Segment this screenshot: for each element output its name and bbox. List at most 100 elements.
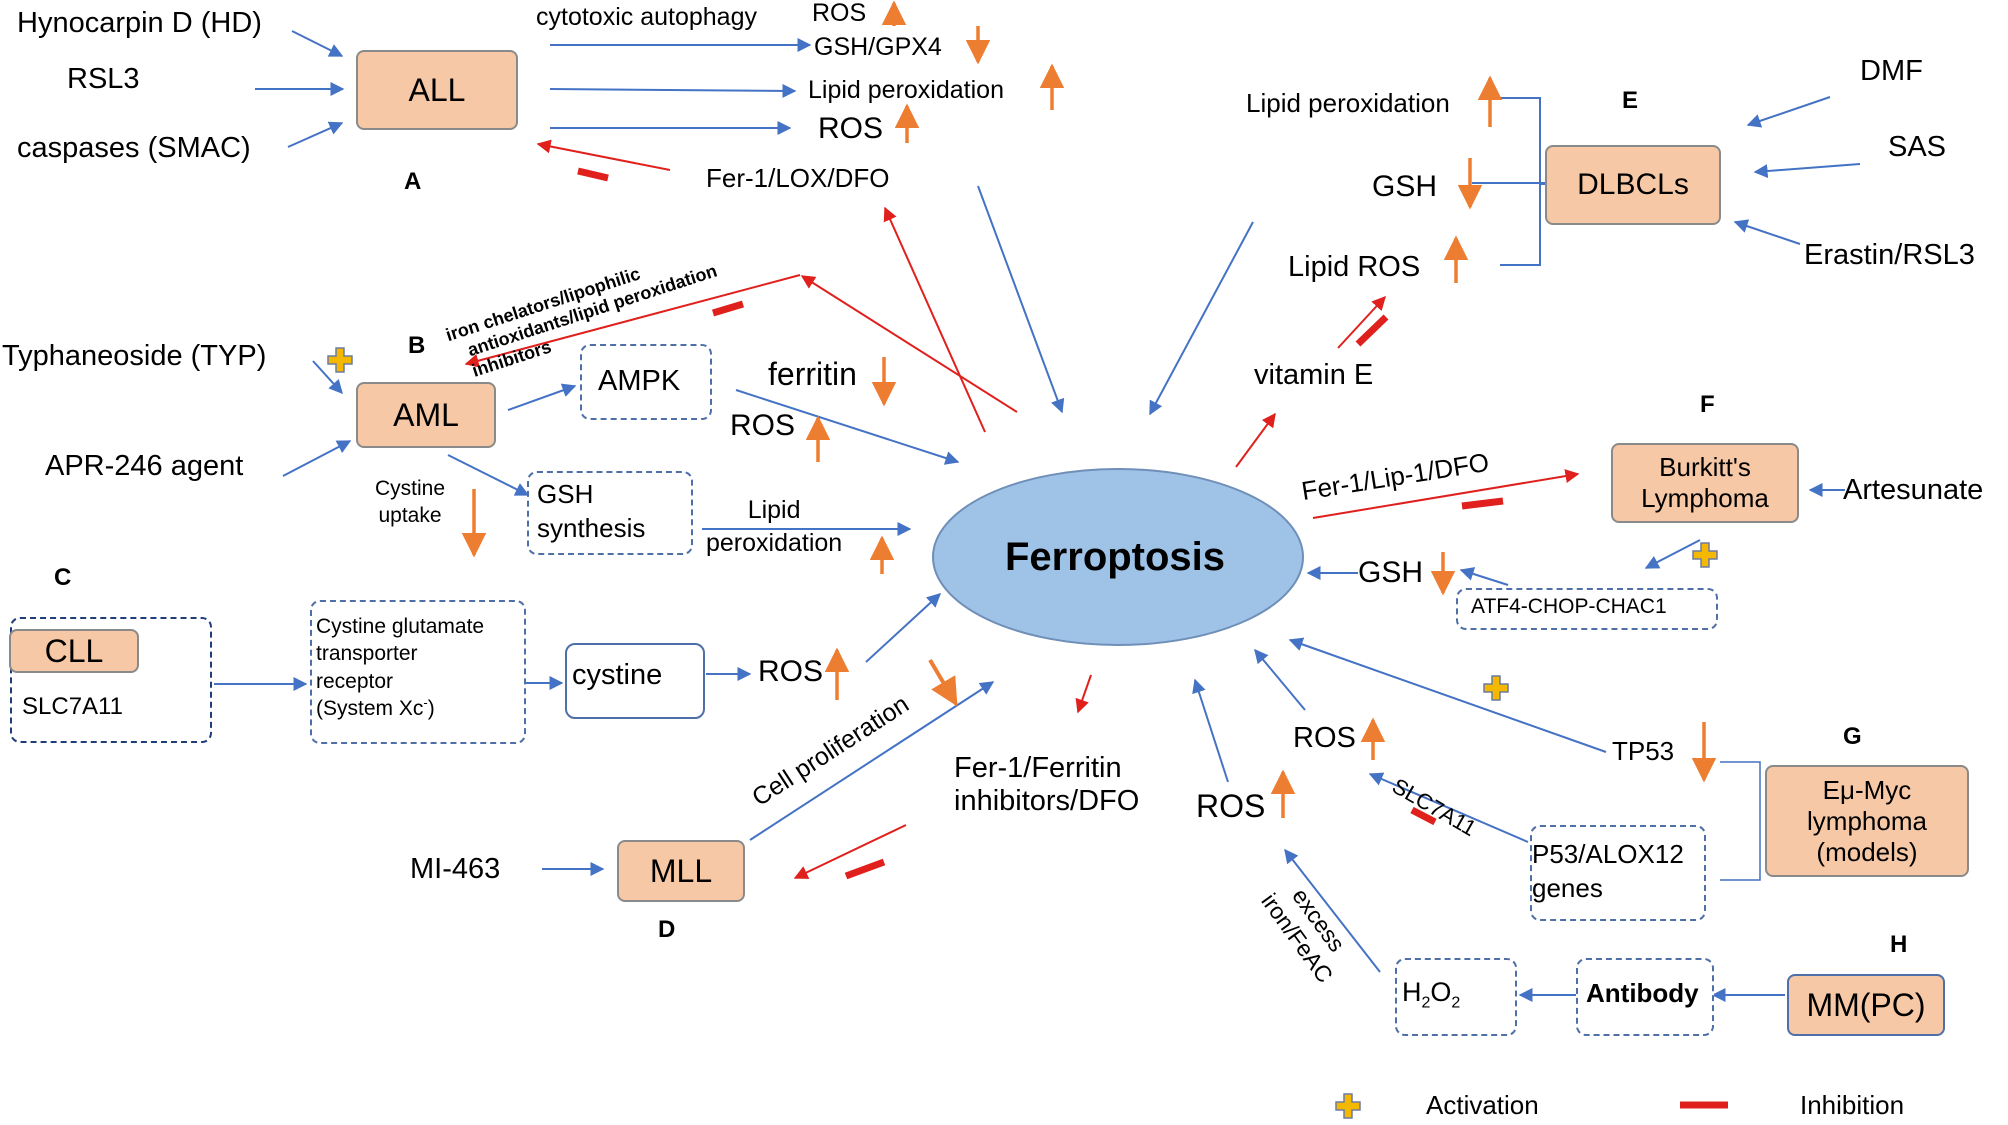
erastin-rsl3-label: Erastin/RSL3 [1804,239,1975,271]
fer1-lox-dfo-label: Fer-1/LOX/DFO [706,163,890,193]
dlbcl-node: DLBCLs [1545,145,1721,225]
vitamin-inhibition-mark [1355,314,1389,347]
h2o2-label: H2O2 [1402,978,1460,1012]
rsl3-label: RSL3 [67,63,140,95]
plus-icon-burkitt [1692,542,1718,568]
tag-e: E [1622,87,1639,114]
d-inhibitors-label: Fer-1/Ferritin inhibitors/DFO [954,752,1139,819]
p53-alox12-box [1530,825,1706,921]
a-ros-top-label: ROS [812,0,867,27]
system-xc-sup: - [423,694,428,710]
system-xc-box [310,600,526,744]
ferroptosis-to-b-inhibitors-arrow [800,275,1018,413]
d-inhibitors-to-mll-arrow [793,824,907,879]
cystine-label: cystine [572,659,663,691]
ferroptosis-to-d-inhibitors-arrow [1075,674,1092,714]
gsh-gpx4-label: GSH/GPX4 [814,33,942,61]
system-xc-label: Cystine glutamate transporter receptor (… [316,613,484,722]
lipid-ros-label: Lipid ROS [1288,251,1421,283]
ampk-box [580,344,712,420]
tag-d: D [658,916,676,943]
plus-icon-aml [327,347,353,373]
legend-activation-label: Activation [1426,1090,1539,1120]
p53-alox12-label: P53/ALOX12 genes [1532,838,1684,906]
vitamin-to-lipidros-arrow [1337,295,1386,349]
artesunate-label: Artesunate [1843,474,1984,506]
fer1-lox-dfo-to-all-arrow [536,139,671,171]
dlbcl-node-label: DLBCLs [1577,168,1689,201]
d-inhibitors-line-1: Fer-1/Ferritin [954,752,1122,784]
atf4-box [1456,588,1718,630]
slc7a11-inhibition-mark [1410,806,1437,826]
gsh-synthesis-line-1: GSH [537,479,594,509]
system-xc-line-4: (System Xc-) [316,695,484,722]
tag-c: C [54,564,72,591]
system-xc-text: (System Xc [316,696,424,720]
h2o2-o: O [1430,977,1452,1007]
burkitt-node: Burkitt's Lymphoma [1611,443,1799,523]
gsh-synthesis-box [527,471,693,555]
system-xc-line-1: Cystine glutamate [316,615,485,638]
system-xc-line-3: receptor [316,669,394,693]
ferroptosis-to-burkitt-arrow [1312,469,1580,519]
typhaneoside-label: Typhaneoside (TYP) [2,340,267,372]
plus-icon-legend [1335,1093,1361,1119]
aml-inhibition-mark [711,300,745,317]
caspases-label: caspases (SMAC) [17,132,251,164]
all-inhibition-mark [577,167,609,182]
burkitt-arrows [1306,483,1845,586]
system-xc-close: ) [427,696,435,720]
plus-icon-tp53 [1483,675,1509,701]
tag-g: G [1843,723,1862,750]
ferroptosis-ellipse [932,468,1304,646]
hynocarpin-label: Hynocarpin D (HD) [17,7,262,39]
all-node-label: ALL [408,71,466,108]
mll-node: MLL [617,840,745,902]
b-lipid-perox-line-2: peroxidation [706,528,843,557]
a-lipid-perox-label: Lipid peroxidation [808,76,1004,104]
mll-arrows [542,681,995,876]
p53-alox12-line-1: P53/ALOX12 [1532,839,1684,869]
emu-myc-label-1: Eμ-Myc [1822,774,1912,805]
burkitt-node-label-2: Lymphoma [1641,483,1769,513]
dlbcl-to-ferroptosis-arrow [1149,221,1254,416]
mm-node: MM(PC) [1787,974,1945,1036]
aml-node-label: AML [393,396,459,433]
fer1-to-ferroptosis-arrow [977,185,1065,414]
all-node: ALL [356,50,518,130]
mm-node-label: MM(PC) [1806,986,1926,1023]
cll-slc7a11-label: SLC7A11 [22,693,123,720]
tag-b: B [408,332,426,359]
g-ros-label: ROS [1293,722,1356,754]
cystine-uptake-label: Cystine uptake [375,476,445,530]
cll-node: CLL [9,629,139,673]
e-lipid-perox-label: Lipid peroxidation [1246,88,1450,118]
cll-group: CLL SLC7A11 [9,617,212,743]
ferritin-label: ferritin [768,356,857,392]
h2o2-sub-1: 2 [1421,994,1431,1012]
emu-myc-bracket [1720,761,1761,881]
dlbcl-bracket [1500,97,1546,266]
dmf-label: DMF [1860,55,1923,87]
mm-arrows [1192,678,1785,1002]
atf4-chop-chac1-label: ATF4-CHOP-CHAC1 [1471,595,1667,618]
antibody-box [1576,958,1714,1036]
mll-inhibition-mark [844,858,886,880]
cytotoxic-autophagy-label: cytotoxic autophagy [536,3,757,31]
e-gsh-label: GSH [1372,170,1438,203]
d-inhibitors-line-2: inhibitors/DFO [954,785,1140,818]
h2o2-box [1395,958,1517,1036]
b-inhibitors-to-aml-arrow [464,274,801,368]
cell-prolif-down-arrow [928,658,958,707]
cll-node-label: CLL [44,632,104,669]
gsh-synthesis-line-2: synthesis [537,512,646,543]
aml-node: AML [356,382,496,448]
tag-a: A [404,168,422,195]
burkitt-inhibition-mark [1461,497,1504,510]
b-lipid-perox-label: Lipid peroxidation [706,494,842,559]
b-ros-label: ROS [730,409,796,442]
h-ros-label: ROS [1196,788,1266,824]
legend-inhibition-label: Inhibition [1800,1090,1905,1120]
burkitt-node-label-1: Burkitt's [1659,452,1751,482]
